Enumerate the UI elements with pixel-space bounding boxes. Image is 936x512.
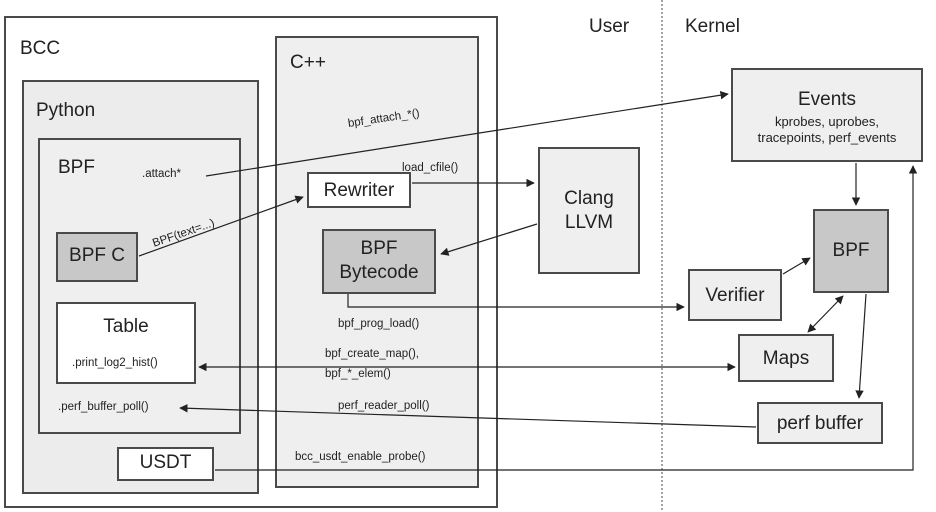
arrow-attach-to-events bbox=[205, 91, 729, 177]
arrow-bpf-maps bbox=[807, 295, 844, 333]
events-title: Events bbox=[797, 89, 857, 110]
clang-llvm-box bbox=[538, 147, 640, 274]
bpf-bytecode-line1: BPF bbox=[360, 238, 398, 259]
bpf-elem-label: bpf_*_elem() bbox=[325, 368, 391, 380]
arrow-usdt-to-events bbox=[215, 165, 918, 471]
perf-buffer-box bbox=[757, 402, 883, 444]
rewriter-box bbox=[307, 172, 411, 208]
bcc-usdt-label: bcc_usdt_enable_probe() bbox=[295, 451, 426, 463]
user-label: User bbox=[589, 16, 630, 37]
bpf-inner-label: BPF bbox=[58, 157, 95, 178]
bpf-bytecode-box bbox=[322, 229, 436, 294]
kernel-bpf-box bbox=[813, 209, 889, 293]
events-box bbox=[731, 68, 923, 162]
verifier-label: Verifier bbox=[705, 285, 765, 306]
events-line1: kprobes, uprobes, bbox=[774, 114, 880, 129]
bpf-c-label: BPF C bbox=[69, 245, 125, 266]
table-box bbox=[56, 302, 196, 384]
bpf-c-box bbox=[56, 232, 138, 282]
events-line2: tracepoints, perf_events bbox=[757, 130, 897, 145]
perf-reader-poll-label: perf_reader_poll() bbox=[338, 400, 430, 412]
llvm-label: LLVM bbox=[564, 212, 614, 233]
arrow-clang-to-bytecode bbox=[440, 223, 538, 256]
kernel-bpf-label: BPF bbox=[832, 240, 870, 261]
perf-buffer-poll-label: .perf_buffer_poll() bbox=[58, 401, 149, 413]
maps-label: Maps bbox=[762, 348, 810, 369]
usdt-box bbox=[117, 447, 214, 481]
table-method-label: .print_log2_hist() bbox=[72, 357, 158, 369]
table-label: Table bbox=[103, 316, 149, 337]
arrow-bpf-to-perfbuffer bbox=[855, 293, 867, 399]
bpf-bytecode-line2: Bytecode bbox=[339, 262, 419, 283]
bpf-prog-load-label: bpf_prog_load() bbox=[338, 318, 420, 330]
kernel-label: Kernel bbox=[685, 16, 740, 37]
usdt-label: USDT bbox=[139, 452, 192, 473]
python-label: Python bbox=[36, 100, 96, 121]
arrow-verifier-to-bpf bbox=[782, 257, 811, 275]
arrow-bytecode-to-verifier bbox=[347, 294, 685, 312]
perf-buffer-label: perf buffer bbox=[776, 413, 864, 434]
maps-box bbox=[738, 334, 834, 382]
bcc-label: BCC bbox=[20, 38, 61, 59]
arrow-perfbuffer-to-poll bbox=[179, 404, 757, 428]
bpf-inner-container bbox=[38, 138, 241, 434]
bpf-create-map-label: bpf_create_map(), bbox=[325, 348, 419, 360]
cpp-label: C++ bbox=[290, 52, 326, 73]
rewriter-label: Rewriter bbox=[323, 180, 395, 201]
load-cfile-label: load_cfile() bbox=[402, 162, 459, 174]
clang-label: Clang bbox=[564, 188, 614, 209]
attach-star-label: .attach* bbox=[142, 168, 181, 180]
arrow-bpfc-to-rewriter bbox=[138, 195, 304, 257]
verifier-box bbox=[688, 269, 782, 321]
